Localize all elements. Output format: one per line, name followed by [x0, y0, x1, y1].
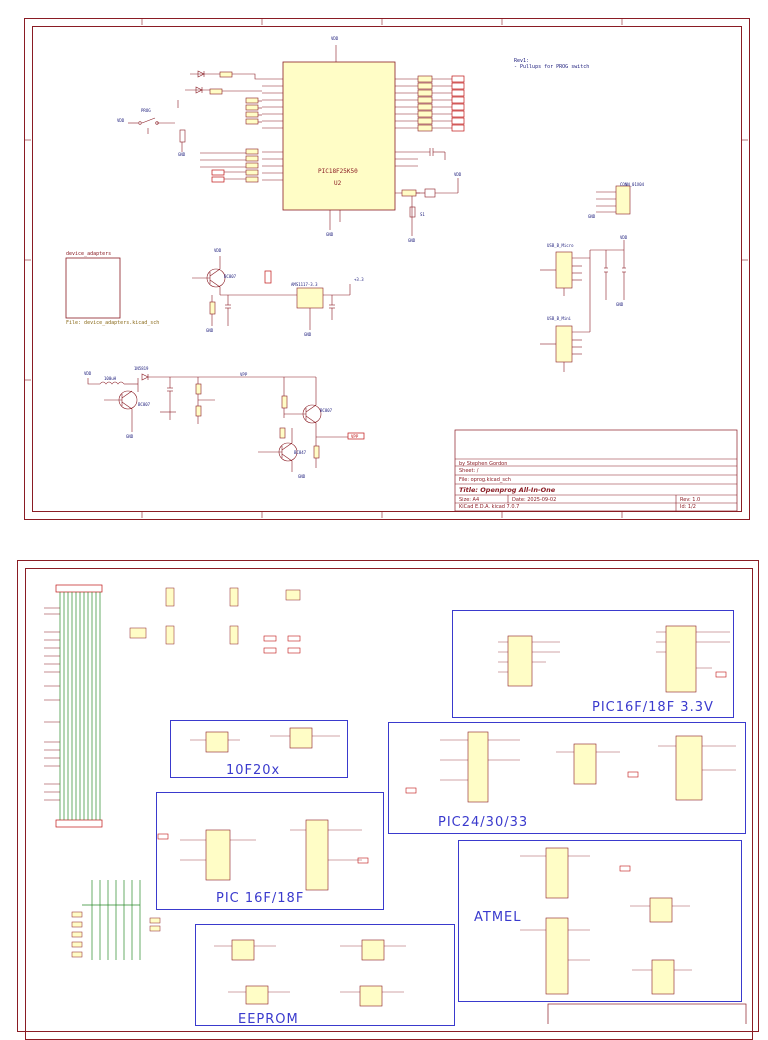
sheet-1-inner-frame: [32, 26, 742, 512]
gnd-label-reg-1: GND: [206, 328, 214, 333]
gnd-label-usb: GND: [616, 302, 624, 307]
rev-note-body: - Pullups for PROG switch: [514, 64, 590, 70]
group-label-10f20x: 10F20x: [226, 763, 281, 778]
q-vpp-part: BC807: [320, 408, 333, 413]
gnd-label-mcu: GND: [326, 232, 334, 237]
vdd-label-mcu: VDD: [331, 36, 339, 41]
prog-switch-label: PROG: [141, 108, 151, 113]
q1-part: BC807: [138, 402, 151, 407]
regulator-part: AMS1117-3.3: [291, 282, 318, 287]
title-block-sheet: Sheet: /: [459, 468, 479, 474]
group-atmel: [458, 840, 742, 1002]
q3-part: BC847: [294, 450, 307, 455]
sheet-symbol-file: File: device_adapters.kicad_sch: [66, 320, 160, 326]
group-label-pic16f-18f: PIC 16F/18F: [216, 891, 305, 906]
q2-part: BC807: [224, 274, 237, 279]
title-block-date: Date: 2025-09-02: [512, 497, 557, 503]
title-block-rev: Rev: 1.0: [680, 497, 701, 503]
v33-label: +3.3: [354, 277, 364, 282]
vdd-label-reg: VDD: [214, 248, 222, 253]
gnd-label-vpp: GND: [298, 474, 306, 479]
group-label-eeprom: EEPROM: [238, 1012, 299, 1027]
vdd-label-usb: VDD: [620, 235, 628, 240]
mcu-ref: U2: [334, 180, 342, 187]
group-pic24-30-33: [388, 722, 746, 834]
gnd-label-switch: GND: [408, 238, 416, 243]
rev-note-title: Rev1:: [514, 58, 530, 64]
sheet-symbol-name: device_adapters: [66, 251, 112, 257]
gnd-label-prog: GND: [178, 152, 186, 157]
vdd-label-prog: VDD: [117, 118, 125, 123]
gnd-label-reg-2: GND: [304, 332, 312, 337]
vpp-net-label: VPP: [240, 372, 248, 377]
inductor-value: 100uH: [104, 376, 117, 381]
schottky-part: 1N5819: [134, 366, 149, 371]
group-label-pic24-30-33: PIC24/30/33: [438, 815, 529, 830]
usb-mini-label: USB_B_Mini: [547, 316, 572, 321]
usb-micro-label: USB_B_Micro: [547, 243, 574, 248]
title-block-tool: KiCad E.D.A. kicad 7.0.7: [459, 504, 520, 510]
group-eeprom: [195, 924, 455, 1026]
group-pic16f-18f: [156, 792, 384, 910]
vdd-label-vpp: VDD: [454, 172, 462, 177]
group-pic16f-18f-3v3: [452, 610, 734, 718]
title-block-file: File: oprog.kicad_sch: [459, 477, 511, 483]
title-block-author: by Stephen Gordon: [459, 461, 508, 467]
group-10f20x: [170, 720, 348, 778]
title-block-size: Size: A4: [459, 497, 480, 503]
vdd-label-boost: VDD: [84, 371, 92, 376]
gnd-label-conn: GND: [588, 214, 596, 219]
conn-label: CONN_01X04: [620, 182, 645, 187]
mcu-part-name: PIC18F25K50: [318, 168, 358, 175]
title-block-title: Title: Openprog All-In-One: [459, 486, 556, 494]
switch-ref: S1: [420, 212, 425, 217]
gnd-label-boost: GND: [126, 434, 134, 439]
title-block-id: Id: 1/2: [680, 504, 696, 510]
group-label-pic16f-18f-3v3: PIC16F/18F 3.3V: [592, 700, 714, 715]
vpp-out-label: VPP: [351, 434, 359, 439]
group-label-atmel: ATMEL: [474, 910, 522, 925]
